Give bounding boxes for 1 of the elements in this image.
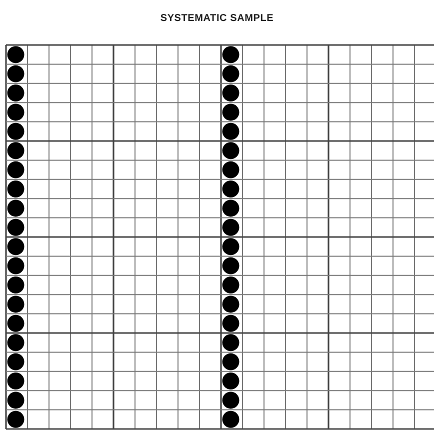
title: SYSTEMATIC SAMPLE	[160, 13, 274, 24]
